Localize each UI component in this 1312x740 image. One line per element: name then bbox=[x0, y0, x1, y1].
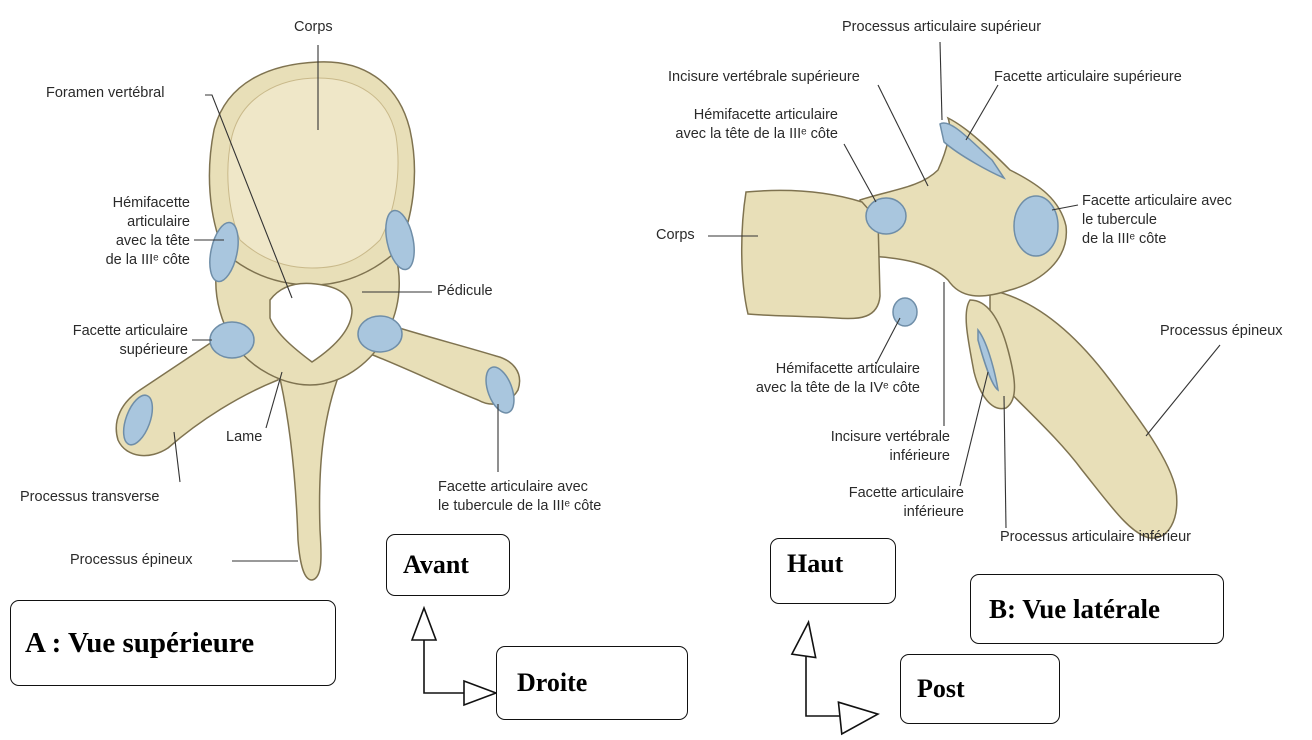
label-line: inférieure bbox=[790, 447, 950, 466]
label-line: Hémifacette bbox=[78, 194, 190, 213]
vertebral-body-b bbox=[742, 190, 880, 318]
leader-facette-inf bbox=[960, 372, 988, 486]
label-line: Hémifacette articulaire bbox=[610, 106, 838, 125]
leader-incisure-sup bbox=[878, 85, 928, 186]
label-hemifacette-a: Hémifacette articulaire avec la tête de … bbox=[78, 194, 190, 270]
label-hemifacette-iii: Hémifacette articulaire avec la tête de … bbox=[610, 106, 838, 144]
axis-line-a bbox=[424, 640, 464, 693]
label-line: Incisure vertébrale bbox=[790, 428, 950, 447]
label-line: inférieure bbox=[800, 503, 964, 522]
leader-epineux-b bbox=[1146, 345, 1220, 436]
arrow-up-b bbox=[792, 621, 820, 658]
label-line: avec la tête de la IIIᵉ côte bbox=[610, 125, 838, 144]
orientation-up-box-a: Avant bbox=[386, 534, 510, 596]
superior-facet-left bbox=[210, 322, 254, 358]
label-lame: Lame bbox=[226, 428, 262, 447]
label-proc-epineux-b: Processus épineux bbox=[1160, 322, 1283, 341]
label-proc-epineux-a: Processus épineux bbox=[70, 551, 193, 570]
label-pedicule: Pédicule bbox=[437, 282, 493, 301]
view-a-title-box: A : Vue supérieure bbox=[10, 600, 336, 686]
label-proc-transverse: Processus transverse bbox=[20, 488, 159, 507]
label-line: supérieure bbox=[40, 341, 188, 360]
label-line: Facette articulaire bbox=[40, 322, 188, 341]
label-line: Hémifacette articulaire bbox=[690, 360, 920, 379]
spinous-process-b bbox=[990, 290, 1177, 538]
arrow-right-a bbox=[464, 681, 496, 705]
label-line: Facette articulaire bbox=[800, 484, 964, 503]
label-incisure-sup: Incisure vertébrale supérieure bbox=[668, 68, 860, 87]
label-line: avec la tête de la IVᵉ côte bbox=[690, 379, 920, 398]
label-line: de la IIIᵉ côte bbox=[78, 251, 190, 270]
label-facette-sup-a: Facette articulaire supérieure bbox=[40, 322, 188, 360]
leader-hemifacette-iv bbox=[876, 318, 900, 364]
label-corps-b: Corps bbox=[656, 226, 695, 245]
hemifacet-rib-iv bbox=[893, 298, 917, 326]
spinous-process-a bbox=[278, 370, 340, 580]
axis-line-b bbox=[806, 652, 840, 716]
label-line: le tubercule bbox=[1082, 211, 1232, 230]
label-hemifacette-iv: Hémifacette articulaire avec la tête de … bbox=[690, 360, 920, 398]
orientation-up-box-b: Haut bbox=[770, 538, 896, 604]
label-facette-tubercule-a: Facette articulaire avec le tubercule de… bbox=[438, 478, 601, 516]
view-b-title-box: B: Vue latérale bbox=[970, 574, 1224, 644]
hemifacet-rib-iii bbox=[866, 198, 906, 234]
leader-hemifacette-iii bbox=[844, 144, 876, 202]
arrow-up-a bbox=[412, 608, 436, 640]
vertebral-body-top-a bbox=[228, 78, 398, 268]
tubercle-facet bbox=[1014, 196, 1058, 256]
label-incisure-inf: Incisure vertébrale inférieure bbox=[790, 428, 950, 466]
label-proc-art-inf: Processus articulaire inférieur bbox=[1000, 528, 1191, 547]
vertebra-lateral-view bbox=[742, 118, 1177, 538]
arrow-right-b bbox=[838, 698, 879, 734]
orientation-right-box-a: Droite bbox=[496, 646, 688, 720]
label-corps-a: Corps bbox=[294, 18, 333, 37]
leader-facette-art-sup bbox=[966, 85, 998, 140]
superior-facet-right bbox=[358, 316, 402, 352]
label-line: Facette articulaire avec bbox=[438, 478, 601, 497]
label-line: Facette articulaire avec bbox=[1082, 192, 1232, 211]
label-line: avec la tête bbox=[78, 232, 190, 251]
label-line: articulaire bbox=[78, 213, 190, 232]
label-proc-art-sup: Processus articulaire supérieur bbox=[842, 18, 1041, 37]
label-facette-art-sup: Facette articulaire supérieure bbox=[994, 68, 1182, 87]
label-foramen: Foramen vertébral bbox=[46, 84, 164, 103]
label-facette-inf: Facette articulaire inférieure bbox=[800, 484, 964, 522]
leader-proc-art-sup bbox=[940, 42, 942, 120]
label-facette-tubercule-b: Facette articulaire avec le tubercule de… bbox=[1082, 192, 1232, 249]
label-line: de la IIIᵉ côte bbox=[1082, 230, 1232, 249]
orientation-right-box-b: Post bbox=[900, 654, 1060, 724]
label-line: le tubercule de la IIIᵉ côte bbox=[438, 497, 601, 516]
leader-proc-art-inf bbox=[1004, 396, 1006, 528]
